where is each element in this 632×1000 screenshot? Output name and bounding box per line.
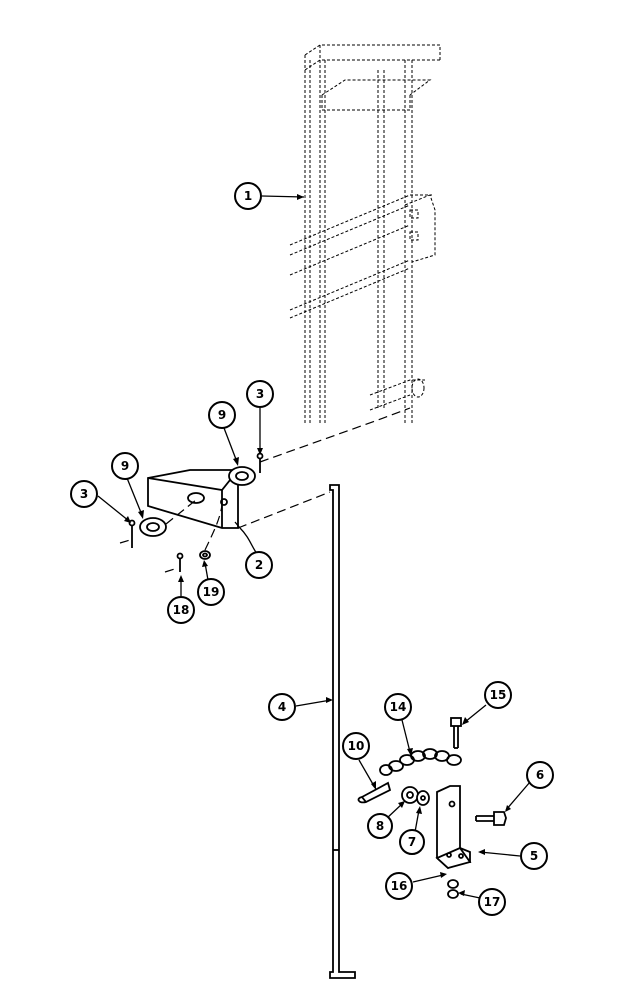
svg-text:6: 6 <box>536 768 544 782</box>
callout-2: 2 <box>245 551 273 579</box>
svg-text:3: 3 <box>80 487 88 501</box>
angle-bracket <box>435 785 472 870</box>
callout-6: 6 <box>526 761 554 789</box>
callout-5: 5 <box>520 842 548 870</box>
assembly-line-pin18 <box>164 567 179 573</box>
washer-upper <box>228 466 256 486</box>
svg-text:16: 16 <box>391 879 408 893</box>
snap-hook <box>357 781 392 804</box>
callout-8: 8 <box>367 813 393 839</box>
svg-text:7: 7 <box>408 835 416 849</box>
callout-9-lower: 9 <box>111 452 139 480</box>
svg-text:8: 8 <box>376 819 384 833</box>
rod <box>329 484 356 979</box>
svg-text:2: 2 <box>255 558 263 572</box>
chain <box>379 748 462 776</box>
svg-text:10: 10 <box>348 739 365 753</box>
assembly-line-rod <box>237 491 331 529</box>
callout-9-upper: 9 <box>208 401 236 429</box>
assembly-line-nut <box>204 504 223 551</box>
cotter-pin-lower <box>128 519 136 548</box>
assembly-line-washer <box>165 499 197 525</box>
pin <box>176 552 184 572</box>
bolt-vertical <box>450 717 462 749</box>
callout-17: 17 <box>478 888 506 916</box>
svg-text:19: 19 <box>203 585 220 599</box>
callout-3-upper: 3 <box>246 380 274 408</box>
hex-nut <box>401 786 419 804</box>
lock-washer <box>416 790 430 806</box>
cotter-pin-upper <box>256 452 264 473</box>
svg-text:18: 18 <box>173 603 190 617</box>
mast-assembly <box>289 44 441 425</box>
svg-text:14: 14 <box>390 700 407 714</box>
washer-lower <box>139 517 167 537</box>
callout-10: 10 <box>342 732 370 760</box>
svg-text:3: 3 <box>256 387 264 401</box>
callout-4: 4 <box>268 693 296 721</box>
callout-16: 16 <box>385 872 413 900</box>
callout-19: 19 <box>197 578 225 606</box>
svg-text:17: 17 <box>484 895 501 909</box>
callout-1: 1 <box>234 182 262 210</box>
bottom-washer <box>447 889 459 899</box>
svg-text:9: 9 <box>218 408 226 422</box>
svg-text:4: 4 <box>278 700 286 714</box>
nut <box>199 550 211 560</box>
assembly-line-pin-left <box>119 539 131 544</box>
bottom-nut <box>447 879 459 889</box>
callout-14: 14 <box>384 693 412 721</box>
callout-7: 7 <box>399 829 425 855</box>
svg-text:15: 15 <box>490 688 507 702</box>
bolt-horizontal <box>475 811 507 826</box>
svg-text:5: 5 <box>530 849 538 863</box>
callout-15: 15 <box>484 681 512 709</box>
callout-3-lower: 3 <box>70 480 98 508</box>
callout-18: 18 <box>167 596 195 624</box>
svg-text:1: 1 <box>244 189 252 203</box>
svg-text:9: 9 <box>121 459 129 473</box>
assembly-line-upper <box>259 407 411 463</box>
